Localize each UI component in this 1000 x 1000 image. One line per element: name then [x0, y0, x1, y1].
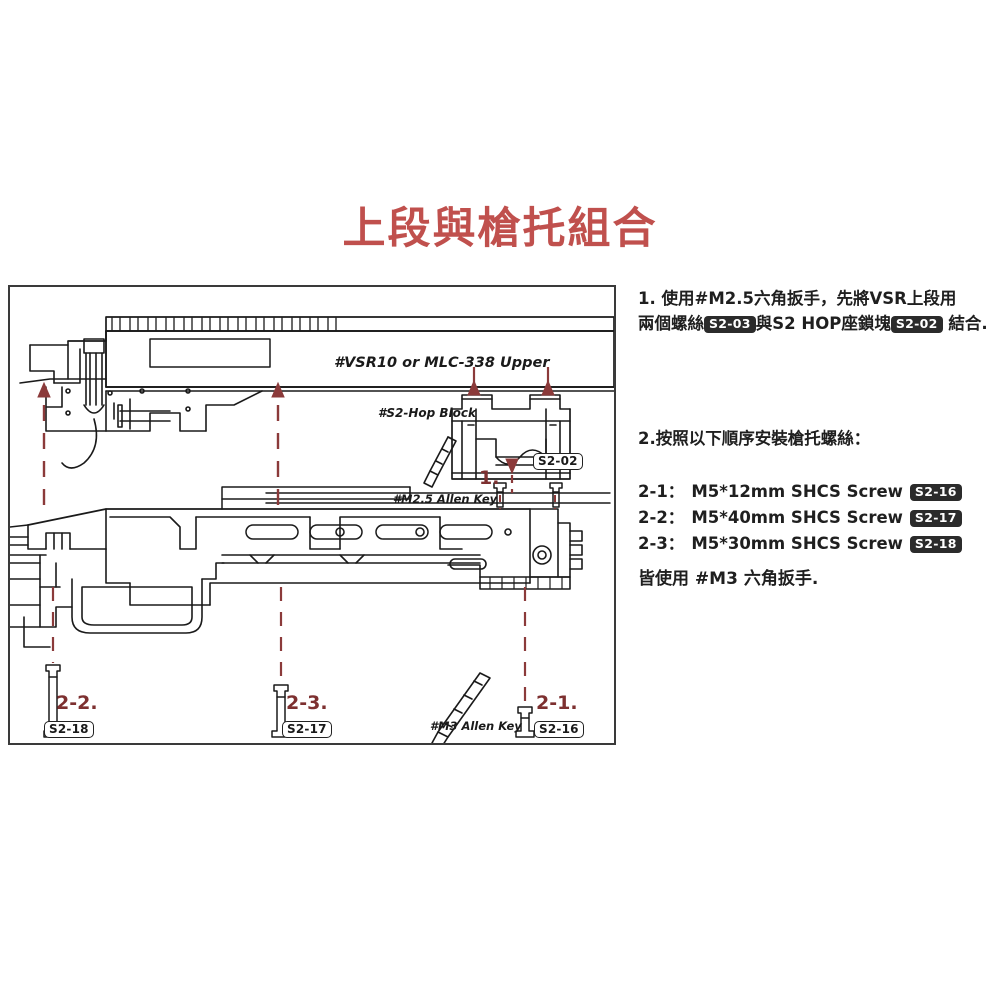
step-1-line-2-pre: 兩個螺絲 [638, 314, 704, 333]
screw-3-index: 2-3： [638, 534, 685, 553]
step-1-line-1: 1. 使用#M2.5六角扳手，先將VSR上段用 [638, 289, 957, 308]
screw-list-item-2: 2-2： M5*40mm SHCS Screw S2-17 [638, 505, 962, 531]
alignment-indicators [37, 367, 556, 705]
screw-1-desc: M5*12mm SHCS Screw [691, 482, 903, 501]
screw-1-index: 2-1： [638, 482, 685, 501]
page-title: 上段與槍托組合 [342, 204, 658, 254]
m25-allen-key-label: #M2.5 Allen Key [393, 492, 498, 506]
hop-block-badge-wrap: S2-02 [533, 452, 583, 470]
screw-3-desc: M5*30mm SHCS Screw [691, 534, 903, 553]
step-2-heading: 2.按照以下順序安裝槍托螺絲： [638, 429, 871, 448]
screw-2-index: 2-2： [638, 508, 685, 527]
diagram-frame: #VSR10 or MLC-338 Upper #S2-Hop Block S2… [8, 285, 616, 745]
marker-step-1: 1. [479, 467, 500, 489]
screw-2-2-badge-wrap: S2-18 [44, 720, 94, 738]
m3-allen-key-label: #M3 Allen Key [430, 719, 522, 733]
screw-list-item-1: 2-1： M5*12mm SHCS Screw S2-16 [638, 479, 962, 505]
screw-1-badge: S2-16 [909, 483, 962, 501]
hop-block-label: #S2-Hop Block [378, 406, 476, 420]
marker-screw-2-2: 2-2. [56, 692, 98, 714]
step-1-badge-s2-03: S2-03 [704, 316, 756, 333]
screw-2-3-badge-wrap: S2-17 [282, 720, 332, 738]
step-1-line-2-mid: 與S2 HOP座鎖塊 [755, 314, 891, 333]
hop-block-badge: S2-02 [533, 453, 583, 470]
screw-2-3-badge: S2-17 [282, 721, 332, 738]
screw-2-1-badge: S2-16 [534, 721, 584, 738]
screw-3-badge: S2-18 [909, 535, 962, 553]
screw-2-desc: M5*40mm SHCS Screw [691, 508, 903, 527]
assembly-drawing [10, 316, 614, 743]
marker-screw-2-3: 2-3. [286, 692, 328, 714]
screw-2-1-badge-wrap: S2-16 [534, 720, 584, 738]
screw-list-item-3: 2-3： M5*30mm SHCS Screw S2-18 [638, 531, 962, 557]
screw-2-2-badge: S2-18 [44, 721, 94, 738]
marker-screw-2-1: 2-1. [536, 692, 578, 714]
screw-list: 2-1： M5*12mm SHCS Screw S2-16 2-2： M5*40… [638, 479, 962, 557]
screw-2-badge: S2-17 [909, 509, 962, 527]
step-1-line-2-end: 結合. [948, 314, 988, 333]
upper-receiver-label: #VSR10 or MLC-338 Upper [334, 355, 550, 371]
tool-note: 皆使用 #M3 六角扳手. [638, 569, 819, 589]
step-1-badge-s2-02: S2-02 [890, 316, 943, 333]
